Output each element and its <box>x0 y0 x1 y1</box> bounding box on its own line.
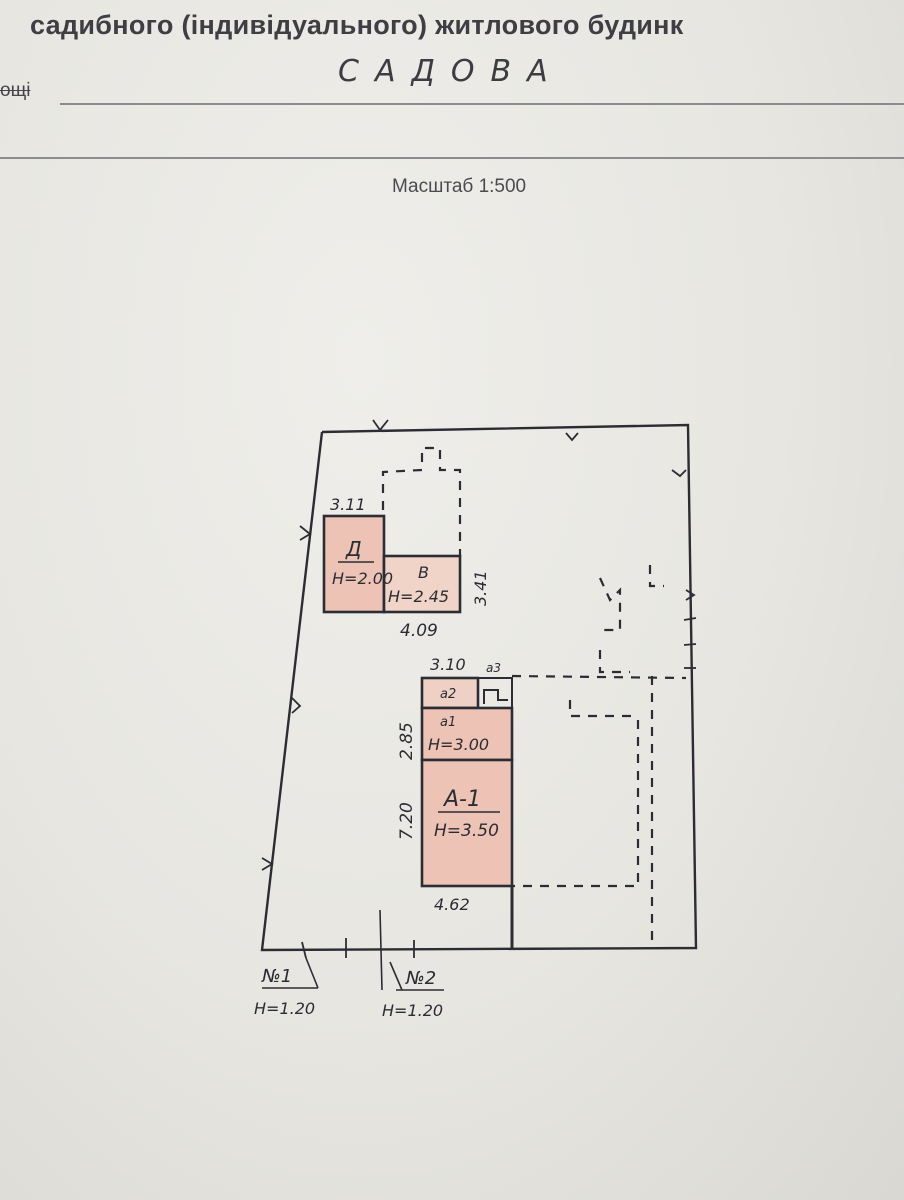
height-v: Н=2.45 <box>388 587 449 606</box>
height-a-1: Н=3.50 <box>434 821 499 841</box>
dim-d-top: 3.11 <box>330 495 366 514</box>
scale-label: Масштаб 1:500 <box>392 176 527 197</box>
dashed-outlines <box>381 446 687 948</box>
label-a2: а2 <box>440 687 456 702</box>
dim-a-1-bottom: 4.62 <box>434 895 470 914</box>
gate-1-height: Н=1.20 <box>254 999 315 1018</box>
dim-a-1-side: 7.20 <box>397 802 417 840</box>
gate-1-label: №1 <box>261 966 292 987</box>
gate-labels: №1 Н=1.20 №2 Н=1.20 <box>254 957 444 1020</box>
label-d: Д <box>345 537 362 561</box>
second-line <box>0 157 904 159</box>
dim-a1-side: 2.85 <box>397 722 417 760</box>
street-field-label: ощі <box>0 80 31 101</box>
dim-v-side: 3.41 <box>471 570 490 606</box>
street-name-handwritten: САДОВА <box>338 54 564 89</box>
dim-v-bottom: 4.09 <box>400 621 438 641</box>
gate-2-height: Н=1.20 <box>382 1001 443 1020</box>
plot-boundary <box>260 423 698 952</box>
building-d <box>322 514 386 614</box>
dimension-labels: 3.11 4.09 3.41 3.10 а3 2.85 7.20 4.62 <box>330 495 501 914</box>
dim-a2-top: 3.10 <box>430 655 466 674</box>
building-a1 <box>420 758 514 888</box>
annex-a2 <box>420 676 480 710</box>
label-v: В <box>418 563 429 582</box>
label-a1: а1 <box>440 715 456 730</box>
boundary-ticks <box>261 419 697 959</box>
gate-post-line <box>379 909 383 991</box>
building-labels: Д Н=2.00 В Н=2.45 а2 а1 Н=3.00 А-1 Н=3.5… <box>332 537 500 841</box>
height-d: Н=2.00 <box>332 569 393 588</box>
building-v <box>382 554 462 614</box>
street-underline <box>60 103 904 105</box>
label-a3: а3 <box>486 661 501 675</box>
gate-2-label: №2 <box>405 968 436 989</box>
label-a-1: А-1 <box>442 787 481 812</box>
document-title: садибного (індивідуального) житлового бу… <box>30 10 684 40</box>
annex-a3 <box>477 677 513 709</box>
height-a1: Н=3.00 <box>428 735 489 754</box>
